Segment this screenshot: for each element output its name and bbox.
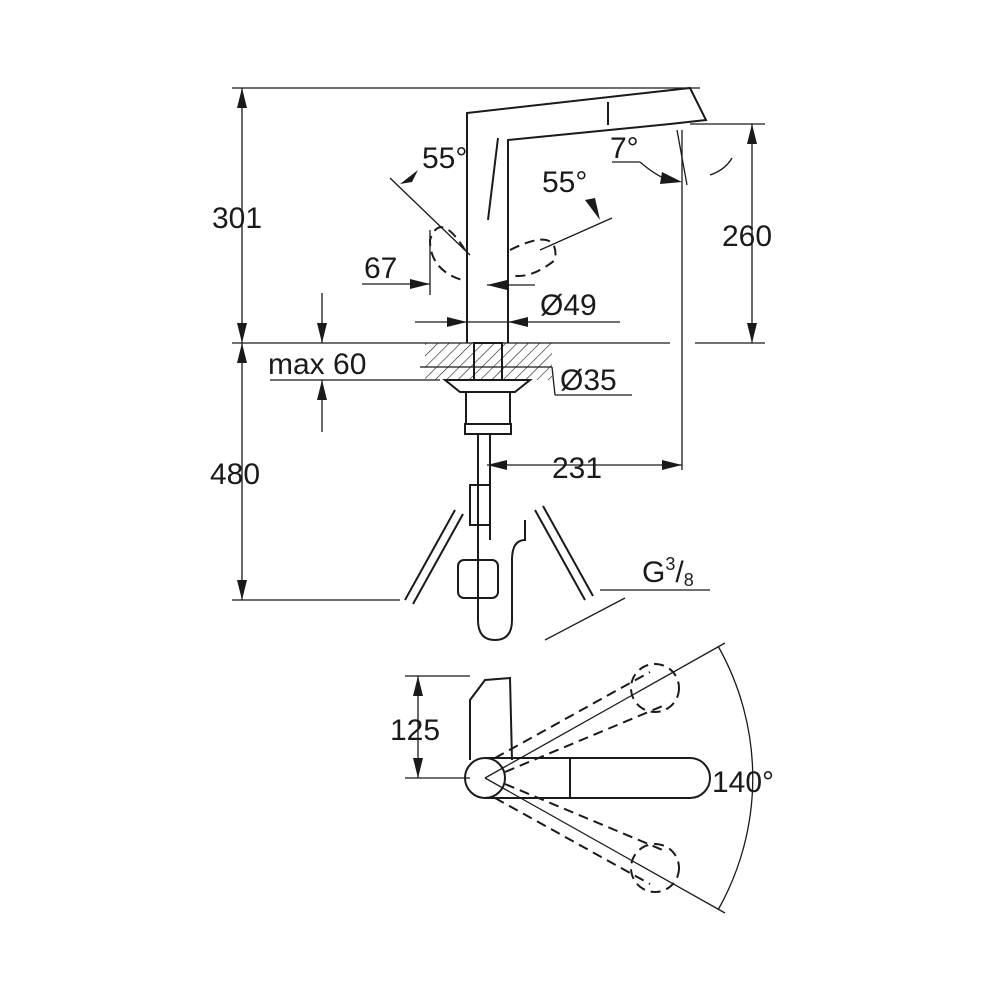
dimension-lines [232, 87, 765, 914]
label-spout-angle: 7° [610, 132, 639, 165]
label-lever-offset: 67 [364, 252, 397, 285]
label-angle-right: 55° [542, 166, 587, 199]
label-spout-height: 260 [722, 220, 772, 253]
label-hole-diameter: Ø35 [560, 364, 617, 397]
label-plan-offset: 125 [390, 714, 440, 747]
faucet-elevation [404, 86, 708, 642]
label-connection: G3/8 [642, 554, 694, 590]
label-swivel-angle: 140° [712, 766, 774, 799]
label-angle-left: 55° [422, 142, 467, 175]
label-reach: 231 [552, 452, 602, 485]
label-max-thickness: max 60 [268, 348, 366, 381]
label-height-total: 301 [212, 202, 262, 235]
label-hose-length: 480 [210, 458, 260, 491]
faucet-plan-view [464, 663, 711, 893]
label-body-diameter: Ø49 [540, 289, 597, 322]
